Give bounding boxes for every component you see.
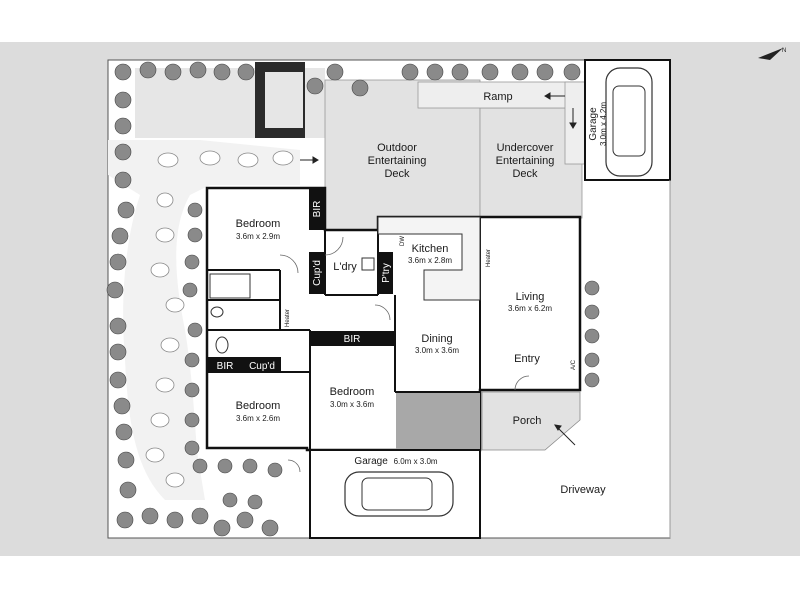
ramp-name: Ramp — [483, 91, 512, 103]
dw-label: DW — [400, 236, 406, 246]
door-swings — [279, 236, 530, 473]
bathtub — [209, 273, 251, 299]
living-dims: 3.6m x 6.2m — [508, 304, 552, 313]
side-garage-dims: 3.0m x 4.2m — [599, 102, 608, 146]
basin — [210, 306, 224, 318]
stepping-stones — [145, 150, 294, 488]
outdoor-deck-line2: Entertaining — [368, 155, 427, 167]
bedroom1-name: Bedroom — [236, 218, 281, 230]
pantry-block — [378, 252, 393, 294]
garage-main-name: Garage — [354, 456, 388, 467]
undercover-deck-line3: Deck — [512, 168, 538, 180]
heater2-label: Heater — [486, 249, 492, 267]
driveway-name: Driveway — [560, 484, 606, 496]
car-icon-garage — [344, 471, 454, 517]
cupd2-label: Cup'd — [249, 361, 275, 372]
garden-path — [108, 140, 300, 500]
side-garage-name: Garage — [588, 107, 599, 141]
laundry-name: L'dry — [333, 261, 357, 273]
cupd-block-2 — [243, 357, 281, 372]
outdoor-deck-line3: Deck — [384, 168, 410, 180]
bir-block-2 — [310, 331, 395, 345]
north-arrow-icon: N — [758, 48, 786, 60]
bir3-label: BIR — [217, 361, 234, 372]
porch — [481, 391, 581, 451]
undercover-deck-line2: Entertaining — [496, 155, 555, 167]
bedroom2-dims: 3.6m x 2.6m — [236, 414, 280, 423]
bir-block-3 — [207, 357, 243, 372]
bedroom3-name: Bedroom — [330, 386, 375, 398]
dining-name: Dining — [421, 333, 452, 345]
shrub-icons — [106, 61, 600, 537]
toilet — [215, 336, 229, 354]
laundry-tub — [361, 257, 375, 271]
garage-main-label: Garage 6.0m x 3.0m — [354, 456, 437, 467]
cupd-block-1 — [309, 252, 324, 294]
living-name: Living — [516, 291, 545, 303]
garage-main-dims: 6.0m x 3.0m — [394, 457, 438, 466]
arrow-icons — [300, 92, 577, 446]
feature-wall-inner — [265, 72, 303, 128]
side-garage-label: Garage 3.0m x 4.2m — [588, 102, 608, 146]
bedroom2-name: Bedroom — [236, 400, 281, 412]
bedroom3-dims: 3.0m x 3.6m — [330, 400, 374, 409]
ramp — [417, 81, 585, 109]
ac-label: A/C — [571, 359, 577, 370]
heater1-label: Heater — [285, 309, 291, 327]
bir2-label: BIR — [344, 334, 361, 345]
undercover-deck-line1: Undercover — [497, 142, 554, 154]
kitchen-name: Kitchen — [412, 243, 449, 255]
dining-dims: 3.0m x 3.6m — [415, 346, 459, 355]
porch-name: Porch — [513, 415, 542, 427]
outdoor-deck-line1: Outdoor — [377, 142, 417, 154]
cupd1-label: Cup'd — [312, 260, 323, 286]
car-icon-side-garage — [605, 67, 653, 177]
pantry-label: P'try — [381, 263, 392, 283]
svg-text:N: N — [782, 48, 786, 54]
kitchen-bench — [377, 216, 481, 301]
bir-block-1 — [309, 188, 324, 230]
shaded-floor — [396, 393, 480, 449]
bir1-label: BIR — [312, 201, 323, 218]
kitchen-dims: 3.6m x 2.8m — [408, 256, 452, 265]
entry-name: Entry — [514, 353, 540, 365]
bedroom1-dims: 3.6m x 2.9m — [236, 232, 280, 241]
